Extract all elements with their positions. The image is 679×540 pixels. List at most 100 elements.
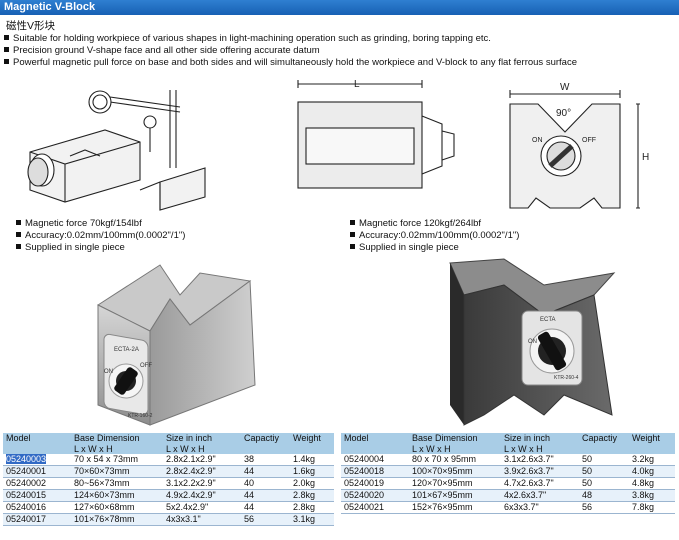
- capacity-cell: 44: [241, 489, 290, 502]
- height-label: H: [642, 152, 649, 163]
- size-cell: 4.7x2.6x3.7": [501, 477, 579, 490]
- feature-item: Accuracy:0.02mm/100mm(0.0002"/1"): [350, 230, 519, 242]
- table-row: 05240004 80 x 70 x 95mm 3.1x2.6x3.7" 50 …: [341, 454, 675, 466]
- table-row: 05240003 70 x 54 x 73mm 2.8x2.1x2.9" 38 …: [3, 454, 334, 466]
- dimension-cell: 80~56×73mm: [71, 477, 163, 490]
- capacity-cell: 44: [241, 501, 290, 514]
- col-size: Size in inch: [501, 433, 579, 444]
- model-cell: 05240019: [341, 477, 409, 490]
- weight-cell: 2.8kg: [290, 489, 334, 502]
- page-title: Magnetic V-Block: [4, 1, 96, 13]
- weight-cell: 1.6kg: [290, 465, 334, 478]
- feature-item: Magnetic force 120kgf/264lbf: [350, 218, 519, 230]
- model-cell: 05240016: [3, 501, 71, 514]
- table-row: 05240021 152×76×95mm 6x3x3.7" 56 7.8kg: [341, 501, 675, 514]
- table-row: 05240016 127×60×68mm 5x2.4x2.9" 44 2.8kg: [3, 501, 334, 514]
- weight-cell: 3.2kg: [629, 454, 675, 466]
- feature-item: Supplied in single piece: [16, 242, 185, 254]
- bullet-item: Powerful magnetic pull force on base and…: [4, 57, 577, 69]
- left-dial-on: ON: [104, 369, 113, 375]
- length-label: L: [354, 79, 360, 90]
- table-subheader-row: L x W x H L x W x H: [341, 444, 675, 454]
- size-cell: 3.1x2.6x3.7": [501, 454, 579, 466]
- table-row: 05240015 124×60×73mm 4.9x2.4x2.9" 44 2.8…: [3, 489, 334, 502]
- size-cell: 2.8x2.1x2.9": [163, 454, 241, 466]
- col-dimension-sub: L x W x H: [71, 444, 163, 454]
- capacity-cell: 38: [241, 454, 290, 466]
- dimension-cell: 124×60×73mm: [71, 489, 163, 502]
- model-cell: 05240015: [3, 489, 71, 502]
- size-cell: 4.9x2.4x2.9": [163, 489, 241, 502]
- left-product-photo: ECTA-2A ON OFF KTR-160-2: [96, 264, 256, 426]
- size-cell: 3.9x2.6x3.7": [501, 465, 579, 478]
- left-features: Magnetic force 70kgf/154lbf Accuracy:0.0…: [16, 218, 185, 254]
- right-features: Magnetic force 120kgf/264lbf Accuracy:0.…: [350, 218, 519, 254]
- weight-cell: 7.8kg: [629, 501, 675, 514]
- off-label: OFF: [582, 137, 596, 144]
- model-cell: 05240001: [3, 465, 71, 478]
- dimension-cell: 100×70×95mm: [409, 465, 501, 478]
- capacity-cell: 56: [579, 501, 629, 514]
- right-dial-on: ON: [528, 339, 537, 345]
- col-size: Size in inch: [163, 433, 241, 444]
- table-row: 05240001 70×60×73mm 2.8x2.4x2.9" 44 1.6k…: [3, 465, 334, 478]
- spec-table-right: Model Base Dimension Size in inch Capact…: [341, 433, 675, 514]
- model-cell: 05240020: [341, 489, 409, 502]
- col-model: Model: [341, 433, 409, 444]
- spec-table-left: Model Base Dimension Size in inch Capact…: [3, 433, 334, 526]
- col-weight: Weight: [629, 433, 675, 444]
- setup-drawing: [27, 90, 206, 211]
- model-cell: 05240017: [3, 513, 71, 526]
- left-plate-model: KTR-160-2: [128, 413, 153, 419]
- capacity-cell: 50: [579, 465, 629, 478]
- right-product-photo: ECTA ON KTR-260-4: [449, 258, 616, 426]
- size-cell: 4x2.6x3.7": [501, 489, 579, 502]
- subtitle: 磁性V形块: [6, 20, 56, 32]
- model-cell: 05240021: [341, 501, 409, 514]
- model-cell: 05240004: [341, 454, 409, 466]
- size-cell: 4x3x3.1": [163, 513, 241, 526]
- feature-item: Accuracy:0.02mm/100mm(0.0002"/1"): [16, 230, 185, 242]
- table-subheader-row: L x W x H L x W x H: [3, 444, 334, 454]
- col-weight: Weight: [290, 433, 334, 444]
- side-view-drawing: L: [297, 79, 455, 189]
- front-view-drawing: W 90° H ON OFF: [509, 82, 649, 209]
- width-label: W: [560, 82, 570, 93]
- feature-item: Supplied in single piece: [350, 242, 519, 254]
- table-row: 05240017 101×76×78mm 4x3x3.1" 56 3.1kg: [3, 513, 334, 526]
- size-cell: 3.1x2.2x2.9": [163, 477, 241, 490]
- right-plate-brand: ECTA: [540, 317, 556, 323]
- capacity-cell: 40: [241, 477, 290, 490]
- table-row: 05240018 100×70×95mm 3.9x2.6x3.7" 50 4.0…: [341, 465, 675, 478]
- model-cell[interactable]: 05240003: [6, 454, 47, 464]
- table-header-row: Model Base Dimension Size in inch Capact…: [3, 433, 334, 444]
- capacity-cell: 50: [579, 477, 629, 490]
- bullet-item: Suitable for holding workpiece of variou…: [4, 33, 577, 45]
- left-plate-brand: ECTA-2A: [114, 347, 139, 353]
- size-cell: 6x3x3.7": [501, 501, 579, 514]
- col-dimension: Base Dimension: [409, 433, 501, 444]
- dimension-cell: 80 x 70 x 95mm: [409, 454, 501, 466]
- table-row: 05240019 120×70×95mm 4.7x2.6x3.7" 50 4.8…: [341, 477, 675, 490]
- angle-label: 90°: [556, 108, 571, 119]
- size-cell: 2.8x2.4x2.9": [163, 465, 241, 478]
- bullet-item: Precision ground V-shape face and all ot…: [4, 45, 577, 57]
- weight-cell: 1.4kg: [290, 454, 334, 466]
- capacity-cell: 48: [579, 489, 629, 502]
- capacity-cell: 50: [579, 454, 629, 466]
- dimension-cell: 70 x 54 x 73mm: [71, 454, 163, 466]
- dimension-cell: 127×60×68mm: [71, 501, 163, 514]
- col-model: Model: [3, 433, 71, 444]
- col-size-sub: L x W x H: [501, 444, 579, 454]
- weight-cell: 2.8kg: [290, 501, 334, 514]
- title-bar: Magnetic V-Block: [0, 0, 679, 15]
- table-header-row: Model Base Dimension Size in inch Capact…: [341, 433, 675, 444]
- left-dial-off: OFF: [140, 363, 152, 369]
- capacity-cell: 44: [241, 465, 290, 478]
- col-dimension-sub: L x W x H: [409, 444, 501, 454]
- dimension-cell: 120×70×95mm: [409, 477, 501, 490]
- weight-cell: 2.0kg: [290, 477, 334, 490]
- capacity-cell: 56: [241, 513, 290, 526]
- dimension-cell: 152×76×95mm: [409, 501, 501, 514]
- dimension-cell: 101×76×78mm: [71, 513, 163, 526]
